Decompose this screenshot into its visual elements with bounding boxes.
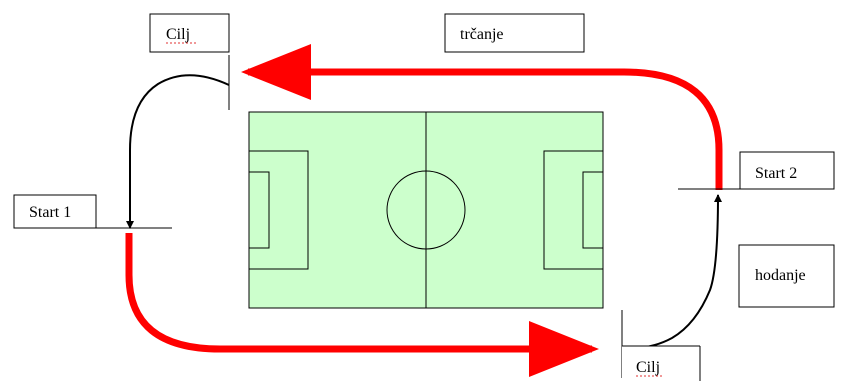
label-cilj-bottom: Cilj: [622, 345, 701, 381]
svg-text:Cilj: Cilj: [636, 359, 660, 376]
running-path-bottom: [125, 233, 599, 377]
svg-text:Cilj: Cilj: [166, 26, 190, 43]
football-field: [248, 111, 604, 309]
running-path-top: [241, 44, 723, 190]
walking-path-right: [621, 194, 722, 350]
field-center-circle: [386, 170, 466, 250]
svg-text:hodanje: hodanje: [755, 267, 806, 284]
field-goal-box-left: [248, 171, 270, 249]
field-goal-box-right: [582, 171, 604, 249]
label-start2: Start 2: [739, 151, 835, 190]
svg-text:Start 2: Start 2: [755, 165, 797, 182]
label-hodanje: hodanje: [738, 244, 835, 308]
label-cilj-top: Cilj: [149, 13, 230, 53]
label-trcanje: trčanje: [444, 13, 585, 53]
svg-text:trčanje: trčanje: [460, 26, 504, 43]
label-start1: Start 1: [13, 194, 97, 229]
svg-text:Start 1: Start 1: [29, 204, 71, 221]
walking-path-left: [126, 74, 230, 229]
